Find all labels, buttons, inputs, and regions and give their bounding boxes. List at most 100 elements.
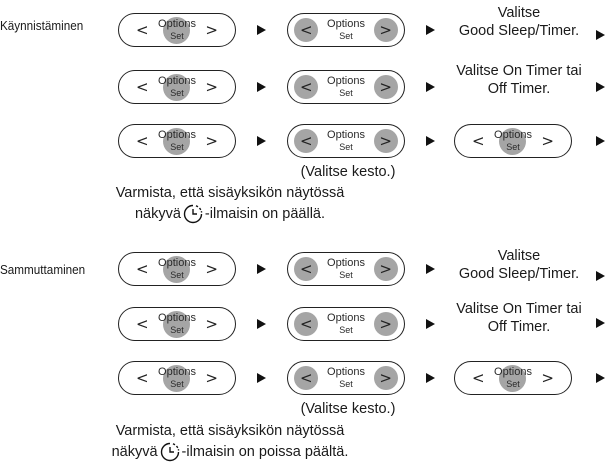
- options-arrows-button[interactable]: < > Options Set: [287, 307, 405, 341]
- set-label: Set: [170, 325, 184, 335]
- options-label: Options: [494, 366, 532, 378]
- right-arrow-icon: >: [541, 132, 554, 150]
- right-arrow-icon: >: [205, 78, 218, 96]
- left-arrow-icon: <: [300, 260, 313, 278]
- set-label: Set: [170, 379, 184, 389]
- left-arrow-icon: <: [136, 132, 149, 150]
- options-label: Options: [158, 257, 196, 269]
- note-text: -ilmaisin on päällä.: [204, 206, 326, 222]
- options-button[interactable]: < > Options Set: [118, 361, 236, 395]
- step-arrow-icon: [257, 136, 266, 146]
- options-button[interactable]: < > Options Set: [118, 124, 236, 158]
- step-arrow-icon: [426, 136, 435, 146]
- right-arrow-icon: >: [379, 369, 392, 387]
- options-label: Options: [327, 75, 365, 87]
- options-button[interactable]: < > Options Set: [118, 307, 236, 341]
- note-line: näkyvä -ilmaisin on poissa päältä.: [95, 442, 365, 463]
- timer-clock-icon: [160, 442, 179, 462]
- left-arrow-icon: <: [472, 132, 485, 150]
- step-arrow-icon: [257, 25, 266, 35]
- duration-caption: (Valitse kesto.): [300, 401, 396, 417]
- right-arrow-icon: >: [205, 315, 218, 333]
- caption-line: Valitse On Timer tai: [456, 63, 582, 79]
- left-press-indicator: [294, 129, 318, 153]
- caption-line: Valitse: [497, 248, 541, 264]
- options-button[interactable]: < > Options Set: [118, 13, 236, 47]
- caption-line: Good Sleep/Timer.: [458, 23, 580, 39]
- options-label: Options: [327, 312, 365, 324]
- set-label: Set: [339, 325, 353, 335]
- note-text: -ilmaisin on poissa päältä.: [181, 444, 349, 460]
- step-arrow-icon: [257, 319, 266, 329]
- right-arrow-icon: >: [379, 260, 392, 278]
- options-button[interactable]: < > Options Set: [118, 252, 236, 286]
- right-press-indicator: [374, 366, 398, 390]
- options-label: Options: [327, 129, 365, 141]
- press-indicator: [499, 128, 526, 155]
- options-label: Options: [494, 129, 532, 141]
- caption-line: Off Timer.: [487, 319, 551, 335]
- options-arrows-button[interactable]: < > Options Set: [287, 13, 405, 47]
- step-caption: Valitse On Timer tai Off Timer.: [440, 62, 598, 98]
- set-label: Set: [170, 270, 184, 280]
- set-label: Set: [506, 379, 520, 389]
- options-label: Options: [158, 366, 196, 378]
- options-button[interactable]: < > Options Set: [118, 70, 236, 104]
- step-arrow-icon: [426, 25, 435, 35]
- left-arrow-icon: <: [300, 369, 313, 387]
- step-arrow-icon: [596, 318, 605, 328]
- options-button[interactable]: < > Options Set: [454, 361, 572, 395]
- set-label: Set: [339, 31, 353, 41]
- indicator-note: Varmista, että sisäyksikön näytössä näky…: [100, 183, 360, 225]
- set-label: Set: [339, 379, 353, 389]
- step-arrow-icon: [596, 30, 605, 40]
- options-label: Options: [158, 75, 196, 87]
- left-arrow-icon: <: [300, 132, 313, 150]
- set-label: Set: [339, 88, 353, 98]
- note-text: näkyvä: [111, 444, 158, 460]
- right-arrow-icon: >: [379, 315, 392, 333]
- right-press-indicator: [374, 18, 398, 42]
- caption-line: Good Sleep/Timer.: [458, 266, 580, 282]
- press-indicator: [163, 311, 190, 338]
- left-press-indicator: [294, 75, 318, 99]
- start-section-label: Käynnistäminen: [0, 18, 84, 33]
- press-indicator: [499, 365, 526, 392]
- step-caption: Valitse On Timer tai Off Timer.: [440, 300, 598, 336]
- timer-clock-icon: [183, 204, 203, 224]
- right-press-indicator: [374, 75, 398, 99]
- note-line: Varmista, että sisäyksikön näytössä: [115, 423, 345, 439]
- options-arrows-button[interactable]: < > Options Set: [287, 252, 405, 286]
- left-press-indicator: [294, 257, 318, 281]
- press-indicator: [163, 128, 190, 155]
- options-label: Options: [158, 312, 196, 324]
- step-arrow-icon: [426, 82, 435, 92]
- left-press-indicator: [294, 366, 318, 390]
- right-arrow-icon: >: [379, 78, 392, 96]
- set-label: Set: [339, 142, 353, 152]
- set-label: Set: [506, 142, 520, 152]
- options-arrows-button[interactable]: < > Options Set: [287, 70, 405, 104]
- caption-line: Valitse On Timer tai: [456, 301, 582, 317]
- right-press-indicator: [374, 312, 398, 336]
- left-arrow-icon: <: [472, 369, 485, 387]
- options-label: Options: [327, 257, 365, 269]
- options-arrows-button[interactable]: < > Options Set: [287, 361, 405, 395]
- options-arrows-button[interactable]: < > Options Set: [287, 124, 405, 158]
- right-press-indicator: [374, 129, 398, 153]
- step-arrow-icon: [596, 373, 605, 383]
- note-text: näkyvä: [134, 206, 181, 222]
- right-arrow-icon: >: [379, 132, 392, 150]
- options-label: Options: [158, 18, 196, 30]
- set-label: Set: [170, 142, 184, 152]
- step-arrow-icon: [426, 373, 435, 383]
- press-indicator: [163, 74, 190, 101]
- left-arrow-icon: <: [136, 78, 149, 96]
- options-button[interactable]: < > Options Set: [454, 124, 572, 158]
- left-press-indicator: [294, 18, 318, 42]
- right-arrow-icon: >: [205, 369, 218, 387]
- left-arrow-icon: <: [300, 315, 313, 333]
- set-label: Set: [339, 270, 353, 280]
- step-arrow-icon: [426, 319, 435, 329]
- options-label: Options: [327, 366, 365, 378]
